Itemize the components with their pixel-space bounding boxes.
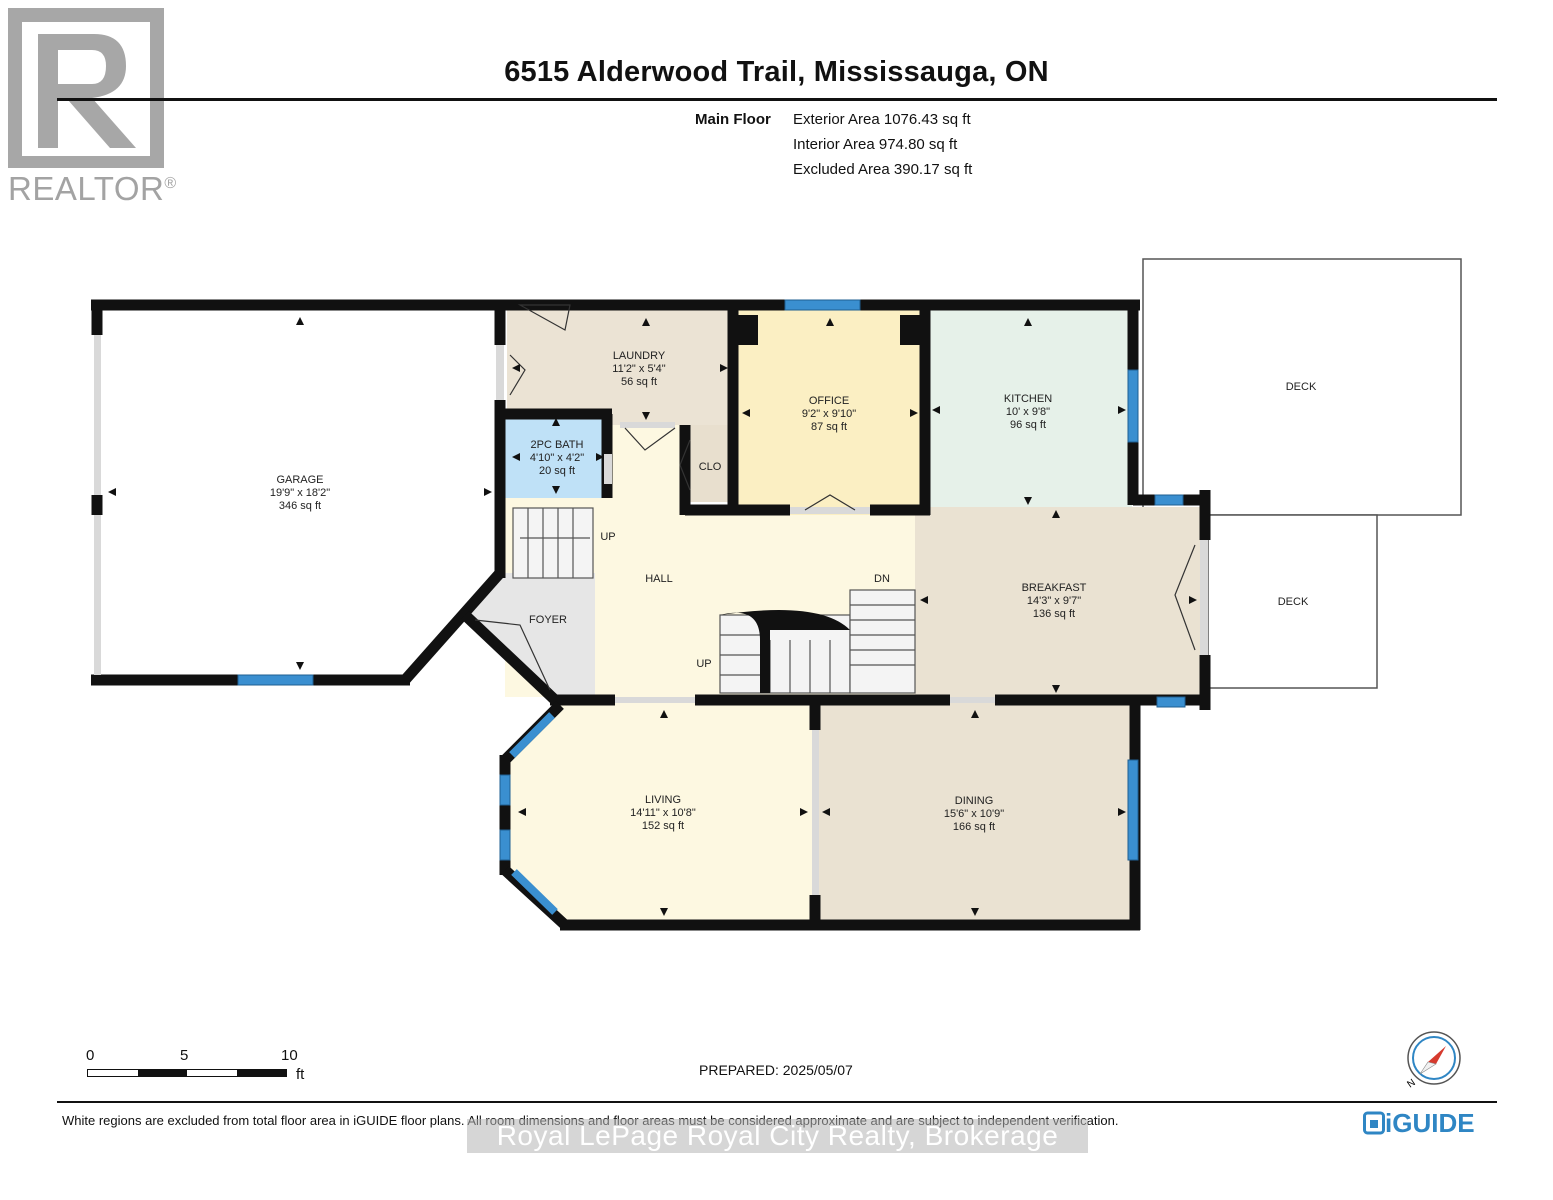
compass-north: N bbox=[1405, 1077, 1417, 1090]
page-title: 6515 Alderwood Trail, Mississauga, ON bbox=[504, 56, 1049, 88]
closet-floor bbox=[690, 425, 730, 502]
deck-lower bbox=[1207, 514, 1378, 689]
room-bath-name: 2PC BATH bbox=[531, 439, 584, 451]
room-laundry-area: 56 sq ft bbox=[621, 376, 657, 388]
scale-label-5: 5 bbox=[180, 1047, 189, 1064]
garage-floor bbox=[97, 310, 497, 680]
room-office-dims: 9'2" x 9'10" bbox=[802, 408, 856, 420]
iguide-logo: iGUIDE bbox=[1363, 1108, 1475, 1139]
living-floor bbox=[505, 700, 815, 925]
room-garage-area: 346 sq ft bbox=[279, 500, 321, 512]
room-bath-area: 20 sq ft bbox=[539, 465, 575, 477]
room-laundry-dims: 11'2" x 5'4" bbox=[612, 363, 665, 375]
realtor-wordmark: REALTOR® bbox=[8, 170, 177, 207]
room-office-name: OFFICE bbox=[809, 395, 849, 407]
foyer-floor bbox=[470, 573, 595, 697]
door-swings bbox=[474, 304, 1196, 691]
scale-label-0: 0 bbox=[86, 1047, 95, 1064]
prepared-date: PREPARED: 2025/05/07 bbox=[699, 1062, 853, 1078]
hall-label: HALL bbox=[645, 573, 673, 585]
room-laundry-name: LAUNDRY bbox=[613, 350, 666, 362]
bath-floor bbox=[505, 414, 609, 498]
room-breakfast-name: BREAKFAST bbox=[1022, 582, 1087, 594]
room-garage-name: GARAGE bbox=[276, 474, 323, 486]
scale-bar bbox=[87, 1069, 287, 1077]
room-breakfast-area: 136 sq ft bbox=[1033, 608, 1075, 620]
room-living-area: 152 sq ft bbox=[642, 820, 684, 832]
openings bbox=[94, 335, 1208, 895]
interior-area: Interior Area 974.80 sq ft bbox=[793, 136, 958, 153]
breakfast-floor bbox=[915, 507, 1205, 697]
room-kitchen-area: 96 sq ft bbox=[1010, 419, 1046, 431]
room-dining-dims: 15'6" x 10'9" bbox=[944, 808, 1004, 820]
realtor-logo bbox=[8, 8, 164, 168]
room-dining-name: DINING bbox=[955, 795, 994, 807]
closet-label: CLO bbox=[699, 461, 722, 473]
dining-floor bbox=[815, 700, 1138, 925]
room-kitchen-name: KITCHEN bbox=[1004, 393, 1052, 405]
office-floor bbox=[737, 310, 923, 515]
room-office-area: 87 sq ft bbox=[811, 421, 847, 433]
room-kitchen-dims: 10' x 9'8" bbox=[1006, 406, 1050, 418]
iguide-logo-icon bbox=[1363, 1111, 1385, 1135]
stairs-down-label: DN bbox=[874, 573, 890, 585]
scale-label-10: 10 bbox=[281, 1047, 298, 1064]
title-divider bbox=[57, 98, 1497, 101]
room-breakfast-dims: 14'3" x 9'7" bbox=[1027, 595, 1081, 607]
walls bbox=[91, 299, 1211, 931]
deck-label-upper: DECK bbox=[1286, 381, 1317, 393]
iguide-logo-text: iGUIDE bbox=[1385, 1108, 1475, 1138]
scale-unit: ft bbox=[296, 1066, 305, 1083]
footer-divider bbox=[57, 1101, 1497, 1103]
laundry-floor bbox=[507, 310, 733, 425]
foyer-label: FOYER bbox=[529, 614, 567, 626]
floor-plan: GARAGE 19'9" x 18'2" 346 sq ft LAUNDRY 1… bbox=[91, 258, 1462, 931]
brokerage-watermark: Royal LePage Royal City Realty, Brokerag… bbox=[467, 1119, 1088, 1153]
compass-icon: N bbox=[1405, 1031, 1461, 1090]
room-garage-dims: 19'9" x 18'2" bbox=[270, 487, 330, 499]
room-living-name: LIVING bbox=[645, 794, 681, 806]
room-living-dims: 14'11" x 10'8" bbox=[630, 807, 696, 819]
deck-upper bbox=[1142, 258, 1462, 516]
stairs-up-label-2: UP bbox=[696, 658, 711, 670]
exterior-area: Exterior Area 1076.43 sq ft bbox=[793, 111, 971, 128]
dimension-arrows bbox=[108, 317, 1197, 916]
kitchen-floor bbox=[928, 310, 1132, 510]
stairs-upper bbox=[512, 507, 594, 579]
room-dining-area: 166 sq ft bbox=[953, 821, 995, 833]
room-bath-dims: 4'10" x 4'2" bbox=[530, 452, 584, 464]
deck-label-lower: DECK bbox=[1278, 596, 1309, 608]
stairs-down bbox=[849, 589, 916, 694]
excluded-area: Excluded Area 390.17 sq ft bbox=[793, 161, 973, 178]
windows bbox=[237, 299, 1186, 861]
stairs-up-label: UP bbox=[600, 531, 615, 543]
floor-name: Main Floor bbox=[695, 111, 771, 128]
